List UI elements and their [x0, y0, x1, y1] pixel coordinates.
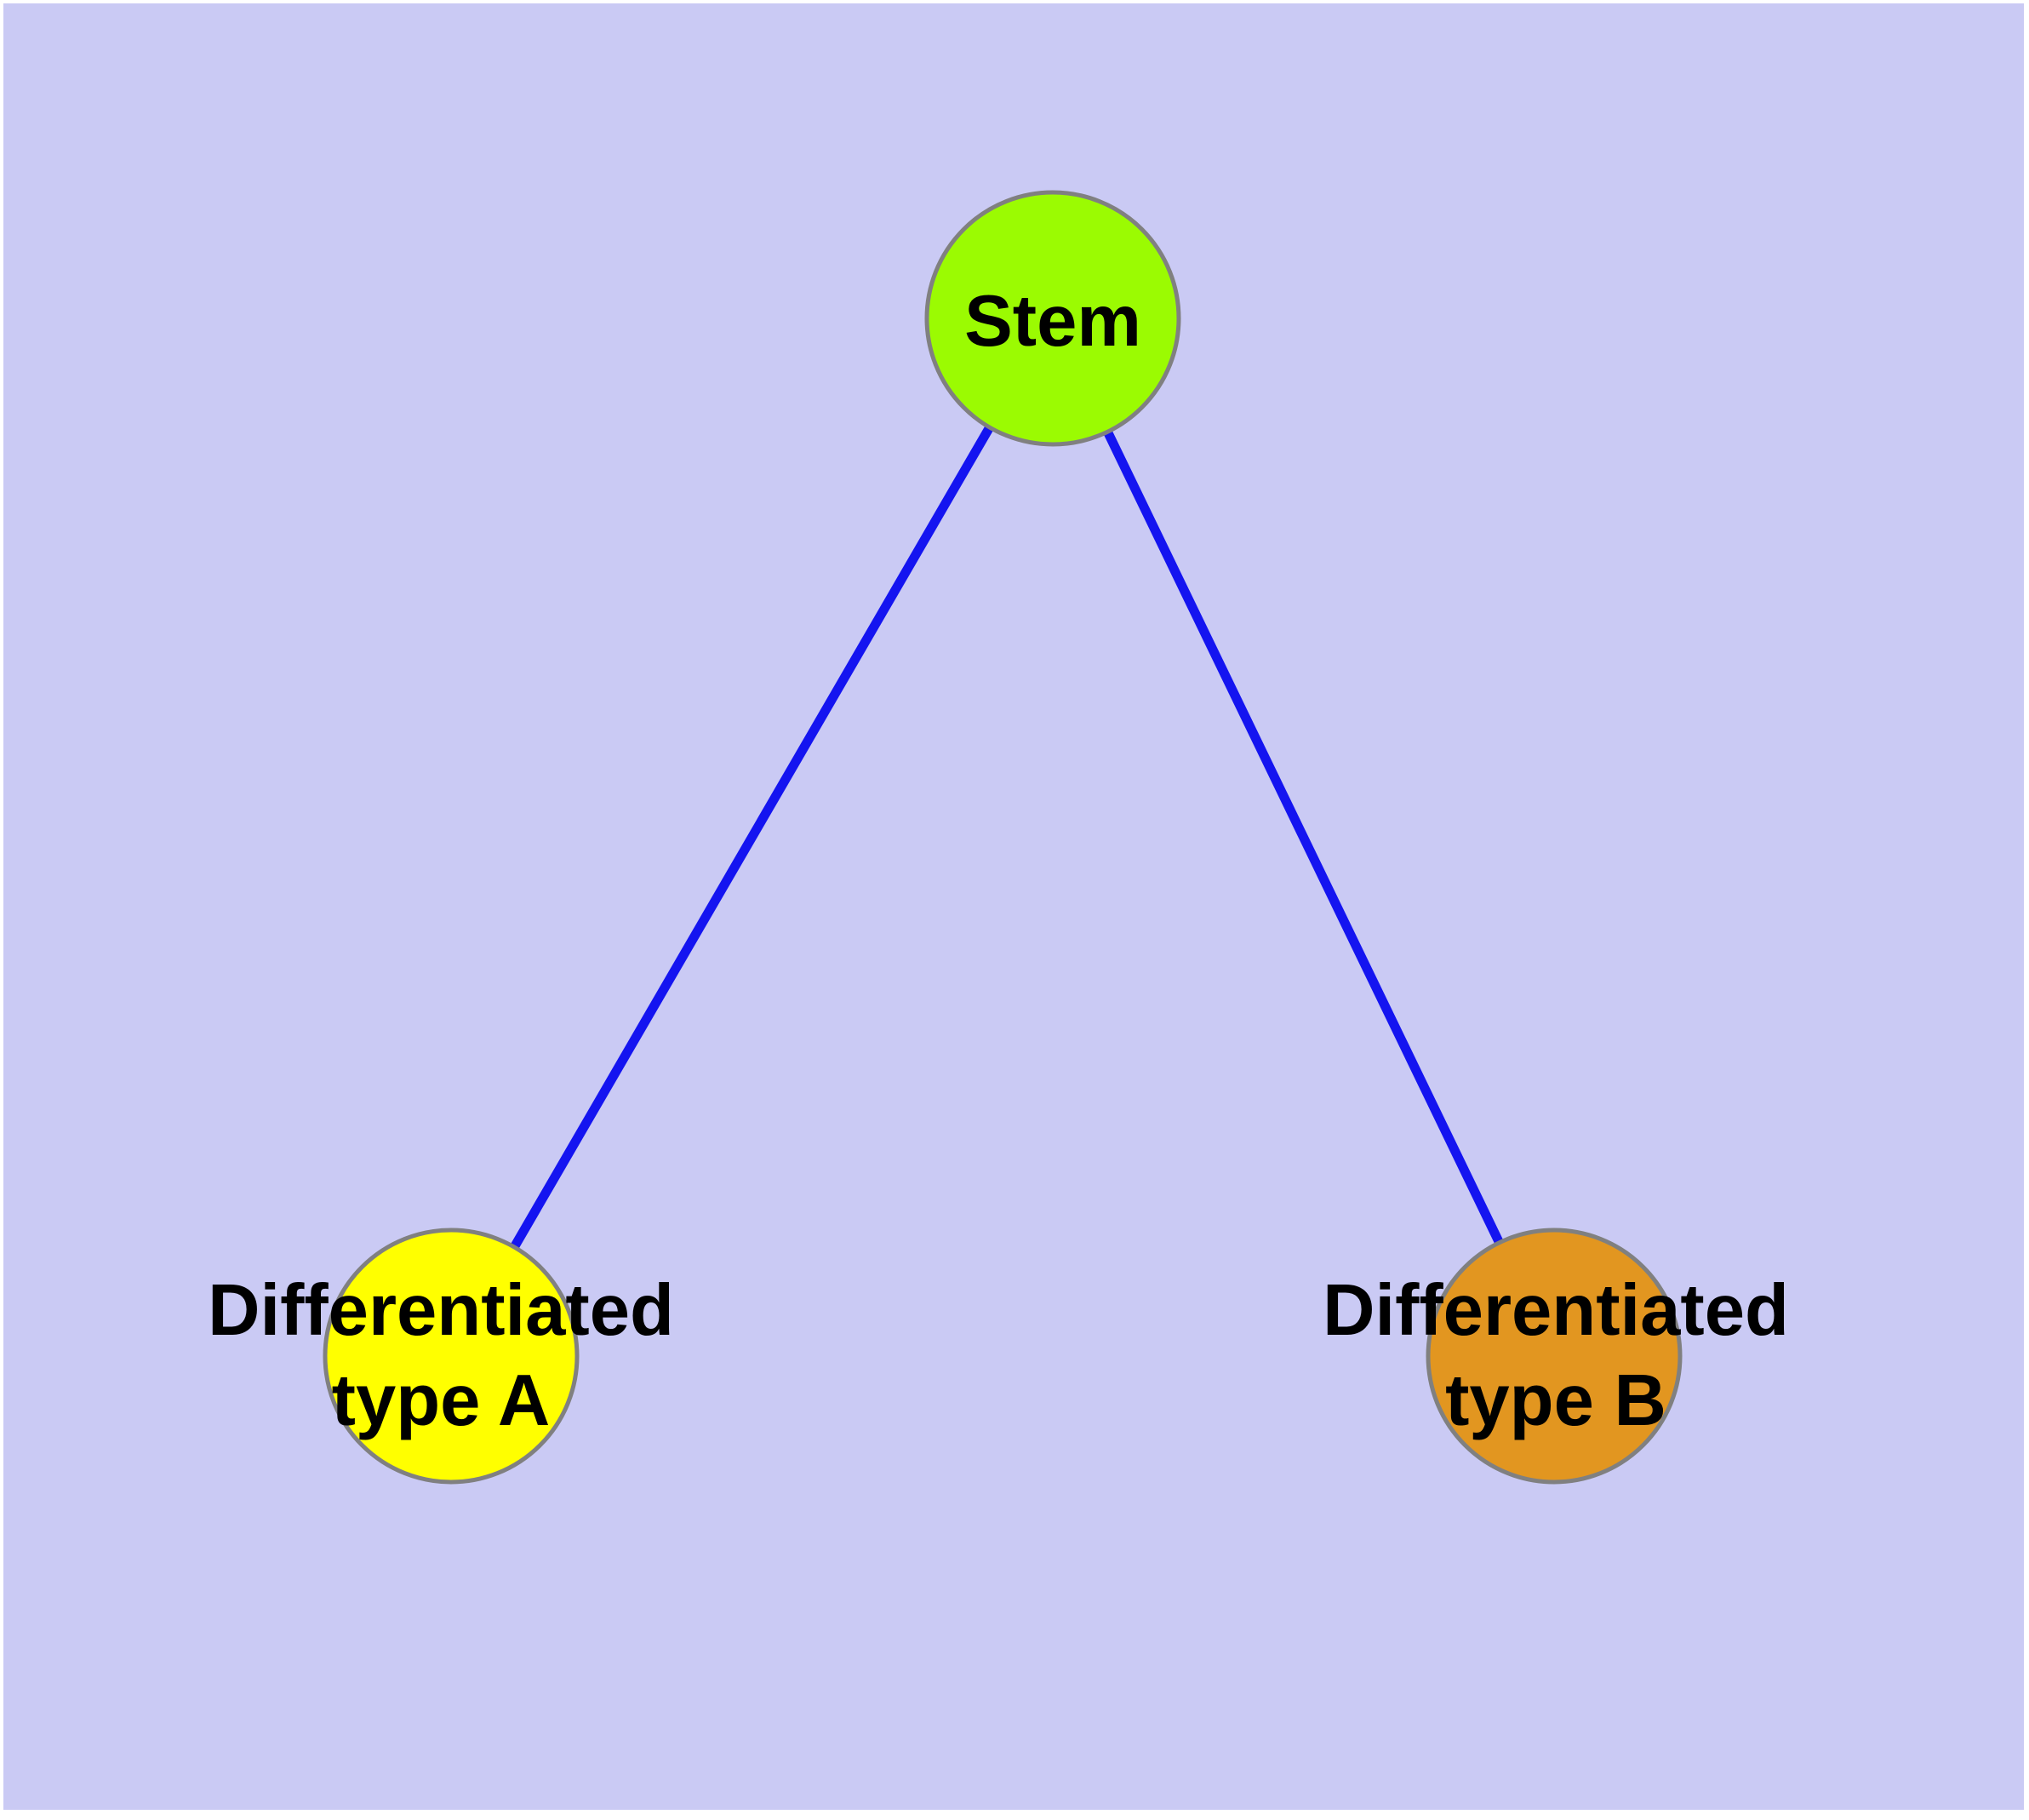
node-type-b-label: Differentiated type B — [1323, 1269, 1789, 1441]
node-stem-circle — [924, 190, 1181, 447]
node-stem-label: Stem — [964, 280, 1141, 362]
edge-stem-to-type-a — [447, 316, 1057, 1359]
edge-stem-to-type-b — [1049, 316, 1558, 1359]
node-type-b-circle — [1426, 1228, 1683, 1485]
node-type-a-circle — [323, 1228, 580, 1485]
node-type-a-label: Differentiated type A — [208, 1269, 674, 1441]
